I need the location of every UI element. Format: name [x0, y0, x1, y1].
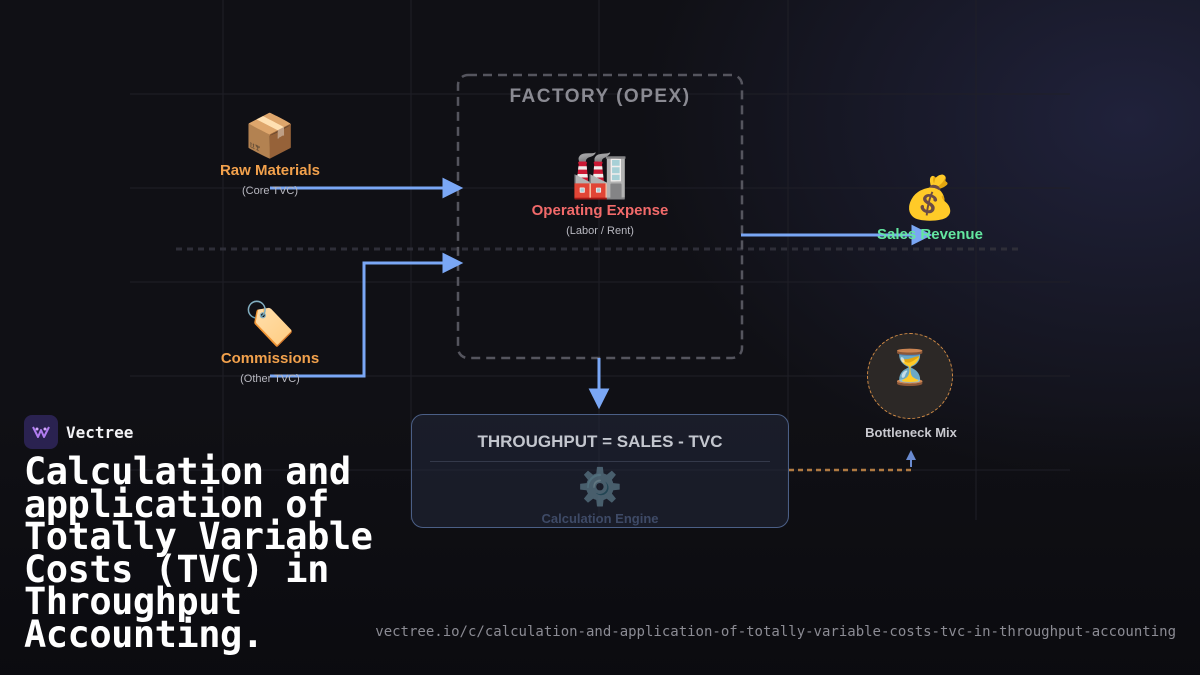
throughput-formula: THROUGHPUT = SALES - TVC: [477, 432, 723, 451]
vectree-logo-icon: [24, 415, 58, 449]
sales-revenue-node: 💰 Sales Revenue: [860, 174, 1000, 243]
sales-revenue-title: Sales Revenue: [877, 226, 983, 243]
package-icon: 📦: [243, 112, 297, 159]
commissions-node: 🏷️ Commissions (Other TVC): [205, 300, 335, 385]
label-tag-icon: 🏷️: [243, 300, 297, 347]
throughput-box: THROUGHPUT = SALES - TVC ⚙️ Calculation …: [411, 414, 789, 528]
bottleneck-label: Bottleneck Mix: [865, 425, 957, 440]
commissions-title: Commissions: [220, 350, 320, 367]
commissions-subtitle: (Other TVC): [240, 373, 300, 385]
brand-name: Vectree: [66, 422, 134, 442]
raw-materials-subtitle: (Core TVC): [241, 185, 299, 197]
page-title: Calculation and application of Totally V…: [24, 450, 373, 656]
raw-materials-node: 📦 Raw Materials (Core TVC): [205, 112, 335, 197]
bottleneck-node: ⏳: [867, 333, 953, 419]
throughput-divider: [430, 461, 770, 462]
gear-icon: ⚙️: [577, 466, 623, 507]
operating-expense-node: 🏭 Operating Expense (Labor / Rent): [510, 148, 690, 237]
money-bag-icon: 💰: [903, 174, 957, 221]
operating-expense-subtitle: (Labor / Rent): [566, 225, 634, 237]
operating-expense-title: Operating Expense: [531, 202, 669, 219]
calculation-engine-label: Calculation Engine: [541, 511, 659, 526]
factory-title: FACTORY (OPEX): [509, 86, 691, 107]
raw-materials-title: Raw Materials: [219, 162, 321, 179]
commissions-arrow: [270, 252, 464, 378]
hourglass-icon: ⏳: [888, 349, 932, 387]
brand[interactable]: Vectree: [24, 415, 133, 449]
factory-icon: 🏭: [571, 148, 629, 200]
page-url[interactable]: vectree.io/c/calculation-and-application…: [375, 624, 1176, 640]
